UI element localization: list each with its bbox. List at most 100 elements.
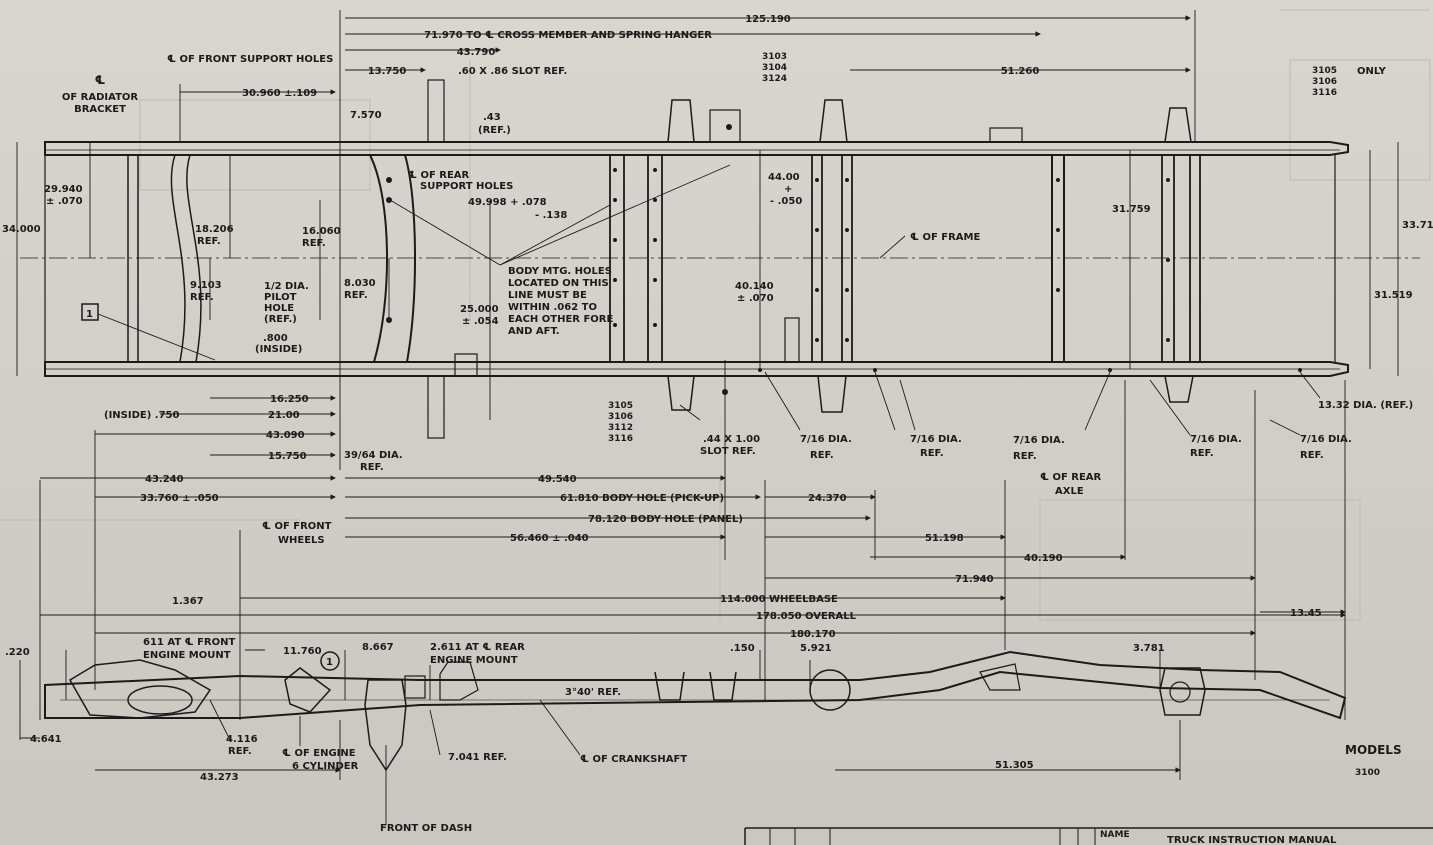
model-3104-top: 3104: [762, 63, 787, 73]
rivet-dots: [386, 124, 1302, 395]
dim-43-ref-1: .43: [483, 112, 501, 123]
frame-centerline-label: ℄ OF FRAME: [910, 232, 980, 243]
slot-44-b: SLOT REF.: [700, 446, 756, 457]
dim-18-206-a: 18.206: [195, 224, 234, 235]
slot-44-a: .44 X 1.00: [703, 434, 760, 445]
dim-30-960: 30.960 ±.109: [242, 88, 317, 99]
pilot-hole-c: HOLE: [264, 303, 294, 314]
dim-1-367: 1.367: [172, 596, 204, 607]
slot-ref-label: .60 X .86 SLOT REF.: [458, 66, 567, 77]
pilot-hole-d: (REF.): [264, 314, 297, 325]
dim-inside-750: (INSIDE) .750: [104, 410, 179, 421]
front-wheels-b: WHEELS: [278, 535, 325, 546]
dia-7-16-3a: 7/16 DIA.: [1013, 435, 1065, 446]
rear-axle-b: AXLE: [1055, 486, 1084, 497]
rear-support-holes-b: SUPPORT HOLES: [420, 181, 513, 192]
dim-49-998-b: - .138: [535, 210, 567, 221]
dia-7-16-3b: REF.: [1013, 451, 1037, 462]
dim-51-198: 51.198: [925, 533, 964, 544]
radiator-bracket-label-1: OF RADIATOR: [62, 92, 139, 103]
dim-25-000-a: 25.000: [460, 304, 499, 315]
dim-40-140-a: 40.140: [735, 281, 774, 292]
plan-view-labels: 29.940 ± .070 34.000 18.206 REF. 9.103 R…: [2, 170, 1433, 355]
pilot-hole-a: 1/2 DIA.: [264, 281, 309, 292]
model-3105-top: 3105: [1312, 66, 1337, 76]
model-3106-top: 3106: [1312, 77, 1337, 87]
dim-43-090: 43.090: [266, 430, 305, 441]
dim-125-190: 125.190: [745, 14, 791, 25]
body-mtg-note-4: WITHIN .062 TO: [508, 302, 597, 313]
dim-18-206-b: REF.: [197, 236, 221, 247]
dim-34-000: 34.000: [2, 224, 41, 235]
top-dimension-labels: 125.190 71.970 TO ℄ CROSS MEMBER AND SPR…: [62, 14, 1387, 136]
dim-61-810: 61.810 BODY HOLE (PICK-UP): [560, 493, 724, 504]
dim-180-170: 180.170: [790, 629, 836, 640]
dim-25-000-b: ± .054: [462, 316, 499, 327]
models-title: MODELS: [1345, 743, 1402, 757]
crankshaft-cl-label: ℄ OF CRANKSHAFT: [580, 754, 687, 765]
dim-29-940-a: 29.940: [44, 184, 83, 195]
dim-9-103-b: REF.: [190, 292, 214, 303]
dia-7-16-2b: REF.: [920, 448, 944, 459]
dia-7-16-2a: 7/16 DIA.: [910, 434, 962, 445]
dim-43-ref-2: (REF.): [478, 125, 511, 136]
dim-33-760: 33.760 ± .050: [140, 493, 219, 504]
models-number: 3100: [1355, 768, 1380, 778]
rear-engine-mount-b: ENGINE MOUNT: [430, 655, 518, 666]
dim-overall: 178.050 OVERALL: [756, 611, 857, 622]
rear-engine-mount-a: 2.611 AT ℄ REAR: [430, 642, 525, 653]
dim-49-540: 49.540: [538, 474, 577, 485]
dim-44-00-c: - .050: [770, 196, 802, 207]
model-3112-mid: 3112: [608, 423, 633, 433]
dim-4-641: 4.641: [30, 734, 62, 745]
body-mtg-note-1: BODY MTG. HOLES: [508, 266, 612, 277]
engine-cl-a: ℄ OF ENGINE: [282, 748, 356, 759]
dim-56-460: 56.460 ± .040: [510, 533, 589, 544]
side-dimension-lines: [19, 649, 1181, 825]
dim-40-190: 40.190: [1024, 553, 1063, 564]
radiator-bracket-label-2: BRACKET: [74, 104, 126, 115]
dim-4-116-b: REF.: [228, 746, 252, 757]
front-wheels-a: ℄ OF FRONT: [262, 521, 332, 532]
top-dimension-lines: [16, 10, 1399, 470]
dim-31-519: 31.519: [1374, 290, 1413, 301]
rear-axle-a: ℄ OF REAR: [1040, 472, 1102, 483]
body-mtg-note-2: LOCATED ON THIS: [508, 278, 609, 289]
dim-wheelbase: 114.000 WHEELBASE: [720, 594, 838, 605]
lower-dimension-lines: [39, 360, 1346, 720]
rear-support-holes-a: ℄ OF REAR: [408, 170, 470, 181]
dim-16-060-a: 16.060: [302, 226, 341, 237]
body-mtg-note-5: EACH OTHER FORE: [508, 314, 613, 325]
front-engine-mount-a: 611 AT ℄ FRONT: [143, 637, 235, 648]
dim-15-750: 15.750: [268, 451, 307, 462]
dim-13-750: 13.750: [368, 66, 407, 77]
dia-7-16-5a: 7/16 DIA.: [1300, 434, 1352, 445]
title-block: [744, 827, 1433, 845]
model-3124-top: 3124: [762, 74, 787, 84]
dim-800-b: (INSIDE): [255, 344, 302, 355]
dim-71-940: 71.940: [955, 574, 994, 585]
dim-33-719: 33.719: [1402, 220, 1433, 231]
dim-44-00-a: 44.00: [768, 172, 800, 183]
dim-16-060-b: REF.: [302, 238, 326, 249]
side-elevation-frame: [44, 650, 1347, 772]
ghost-background: [0, 9, 1431, 621]
dim-29-940-b: ± .070: [46, 196, 83, 207]
pilot-hole-b: PILOT: [264, 292, 297, 303]
dim-31-759: 31.759: [1112, 204, 1151, 215]
dim-16-250: 16.250: [270, 394, 309, 405]
side-callout-1-text: 1: [326, 657, 333, 668]
model-3105-mid: 3105: [608, 401, 633, 411]
front-engine-mount-b: ENGINE MOUNT: [143, 650, 231, 661]
dia-7-16-4b: REF.: [1190, 448, 1214, 459]
dim-40-140-b: ± .070: [737, 293, 774, 304]
dim-7-570: 7.570: [350, 110, 382, 121]
dim-78-120: 78.120 BODY HOLE (PANEL): [588, 514, 743, 525]
dim-7-041: 7.041 REF.: [448, 752, 507, 763]
model-3116-mid: 3116: [608, 434, 633, 444]
callout-box-1: [81, 303, 99, 321]
model-3106-mid: 3106: [608, 412, 633, 422]
dim-150: .150: [730, 643, 755, 654]
